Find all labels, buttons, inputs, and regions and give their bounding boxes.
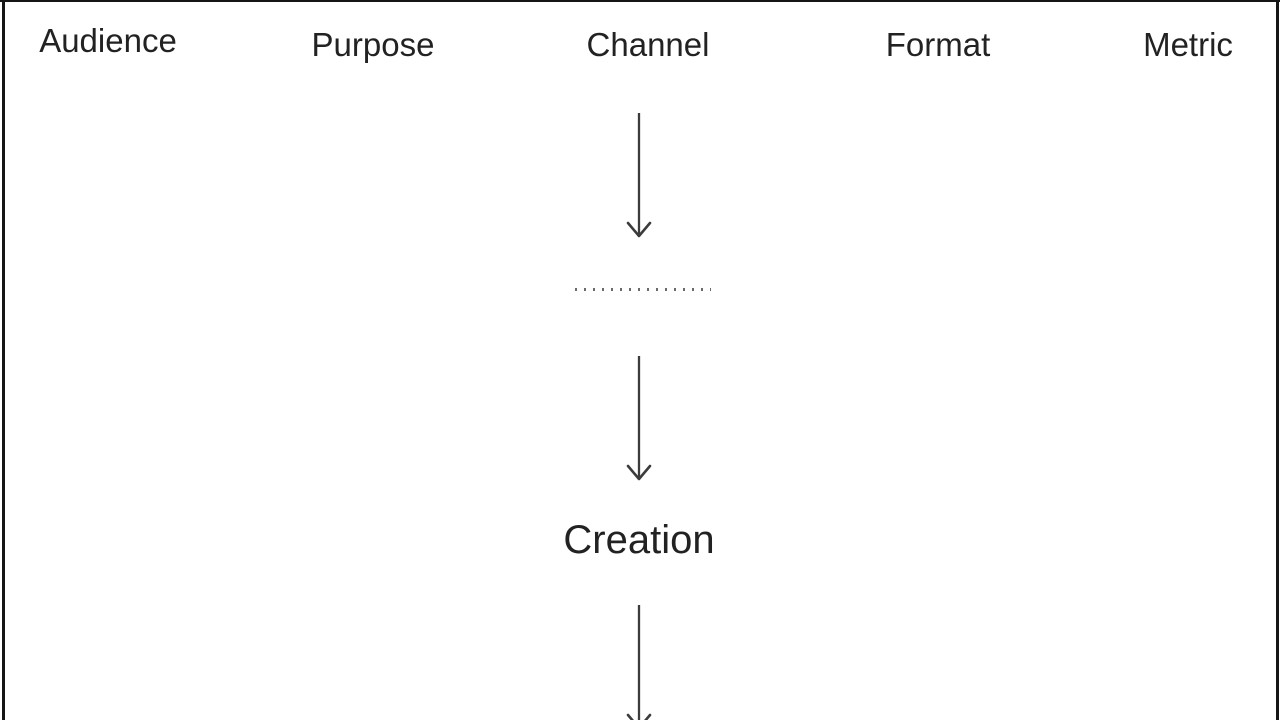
header-label-metric: Metric: [1143, 26, 1233, 63]
header-label-audience: Audience: [39, 22, 177, 59]
frame-border-top: [0, 0, 1280, 2]
creation-node-label: Creation: [563, 518, 715, 562]
header-label-format: Format: [885, 26, 991, 63]
frame-border-left: [2, 0, 5, 720]
down-arrow-icon: [626, 356, 652, 481]
down-arrow-icon: [626, 605, 652, 720]
header-label-channel: Channel: [586, 26, 710, 63]
frame-border-right: [1276, 0, 1279, 720]
dotted-divider-line: [575, 288, 711, 291]
header-label-purpose: Purpose: [311, 26, 435, 63]
down-arrow-icon: [626, 113, 652, 238]
